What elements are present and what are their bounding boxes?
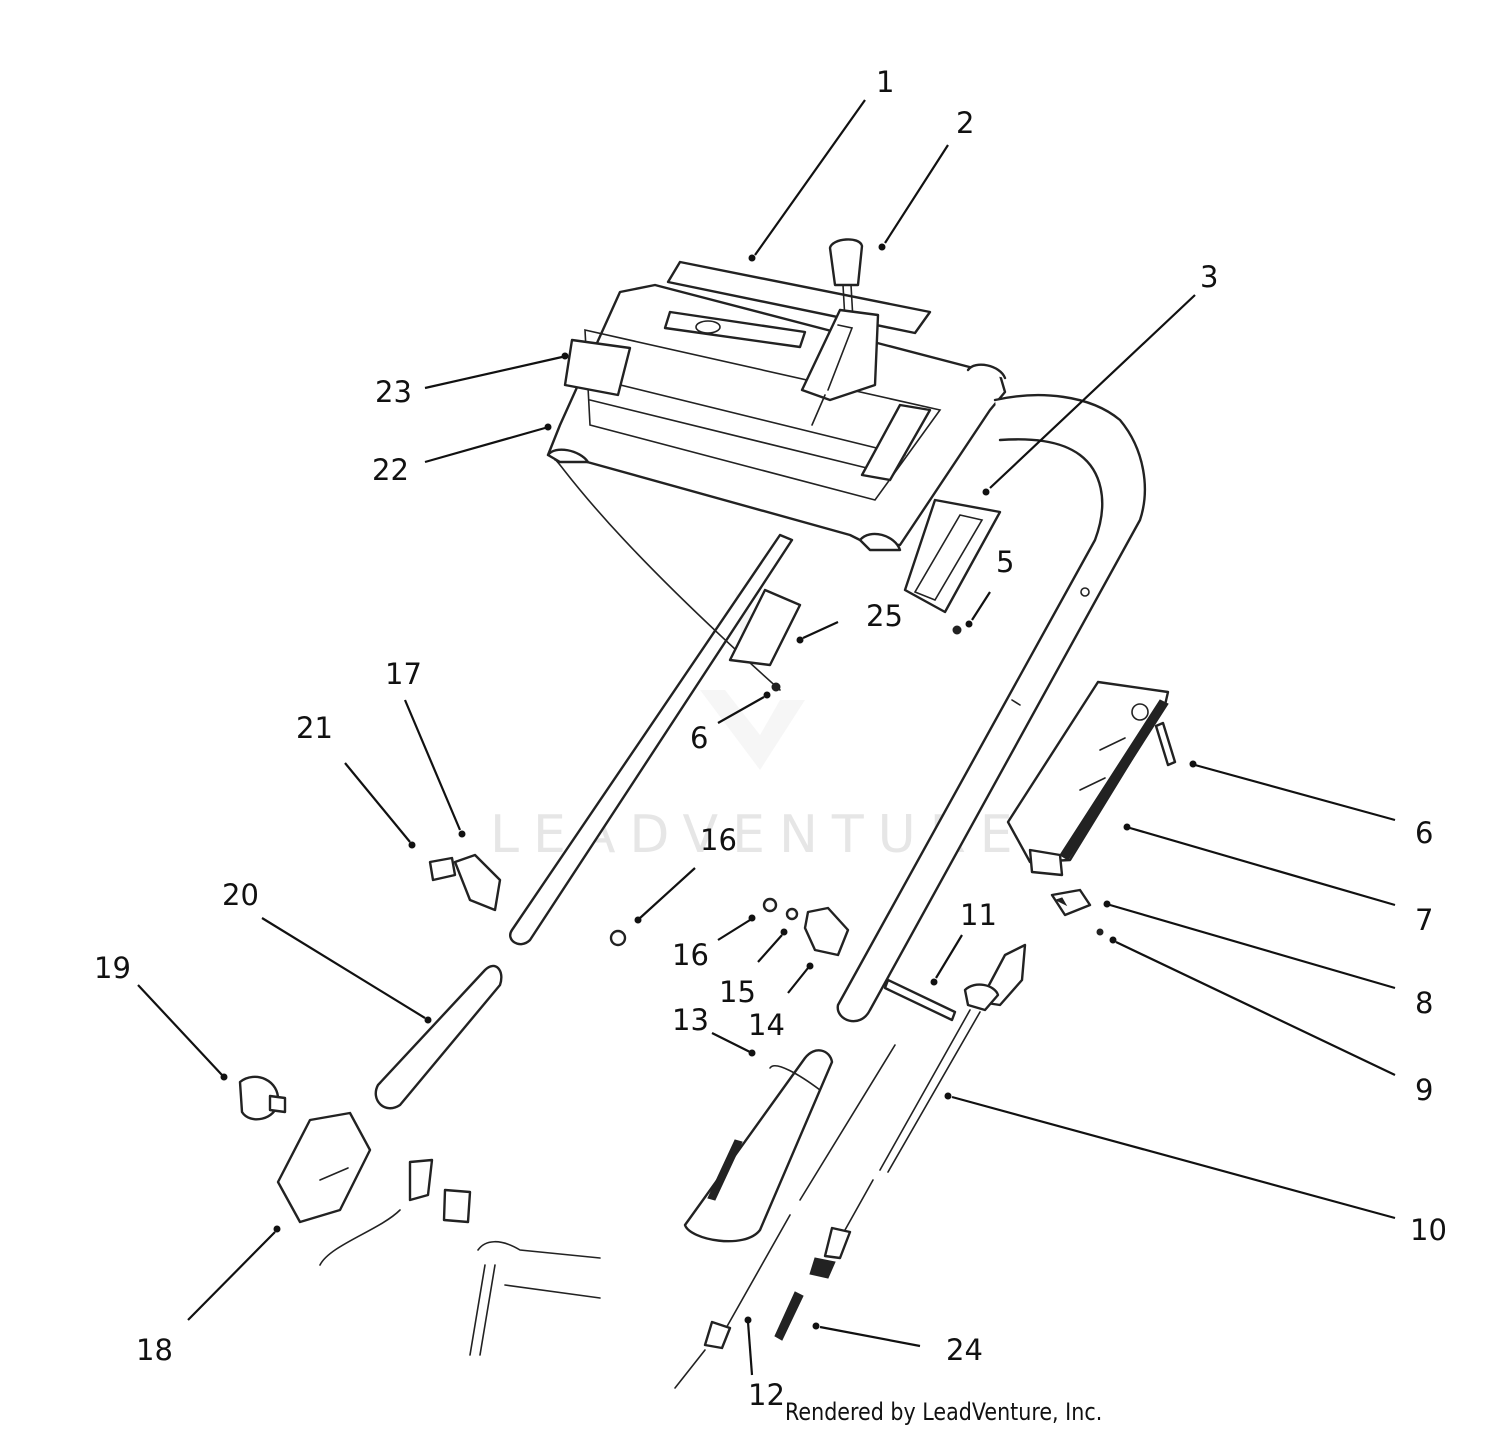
cable-10 xyxy=(809,943,1027,1279)
svg-text:17: 17 xyxy=(385,657,422,691)
svg-text:20: 20 xyxy=(222,878,259,912)
bracket-3 xyxy=(903,498,1002,614)
svg-text:14: 14 xyxy=(748,1008,785,1042)
svg-text:5: 5 xyxy=(996,545,1014,579)
upper-handle-left xyxy=(509,459,794,946)
svg-text:15: 15 xyxy=(719,975,756,1009)
callout-24: 24 xyxy=(812,1322,983,1367)
bolt-11 xyxy=(883,978,957,1022)
svg-text:6: 6 xyxy=(690,721,708,755)
svg-text:10: 10 xyxy=(1410,1213,1447,1247)
svg-text:24: 24 xyxy=(946,1333,983,1367)
svg-text:9: 9 xyxy=(1415,1073,1433,1107)
svg-text:2: 2 xyxy=(956,106,974,140)
callout-6-right: 6 xyxy=(1189,760,1433,850)
grip-20 xyxy=(374,964,503,1110)
svg-text:6: 6 xyxy=(1415,816,1433,850)
callout-18: 18 xyxy=(136,1225,281,1367)
svg-text:8: 8 xyxy=(1415,986,1433,1020)
screw-5 xyxy=(952,625,962,635)
svg-text:16: 16 xyxy=(700,823,737,857)
callout-17: 17 xyxy=(385,657,466,838)
callout-12: 12 xyxy=(744,1316,785,1412)
cover-25 xyxy=(728,588,802,667)
svg-text:11: 11 xyxy=(960,898,997,932)
callout-14: 14 xyxy=(748,962,814,1042)
clip-8 xyxy=(1050,888,1092,917)
svg-text:13: 13 xyxy=(672,1003,709,1037)
rope-guide-7 xyxy=(1006,680,1170,877)
nut-16 xyxy=(609,897,778,947)
callout-15: 15 xyxy=(719,928,788,1009)
callout-22: 22 xyxy=(372,423,552,487)
callout-16-left: 16 xyxy=(634,823,737,924)
bracket-18 xyxy=(276,1111,601,1356)
bracket-14 xyxy=(803,906,850,957)
svg-text:1: 1 xyxy=(876,65,894,99)
callout-6-left: 6 xyxy=(690,691,771,755)
callout-25: 25 xyxy=(796,599,903,644)
callout-3: 3 xyxy=(982,260,1218,496)
svg-text:19: 19 xyxy=(94,951,131,985)
svg-text:18: 18 xyxy=(136,1333,173,1367)
svg-text:16: 16 xyxy=(672,938,709,972)
svg-text:3: 3 xyxy=(1200,260,1218,294)
knob-19 xyxy=(238,1075,287,1121)
screw-9 xyxy=(1096,928,1104,936)
screw-6-left xyxy=(771,682,781,692)
cable-12 xyxy=(674,1044,896,1389)
callout-20: 20 xyxy=(222,878,432,1024)
svg-text:12: 12 xyxy=(748,1378,785,1412)
control-panel xyxy=(546,260,1007,552)
callout-21: 21 xyxy=(296,711,416,849)
washer-15 xyxy=(785,907,799,921)
upper-handle-right xyxy=(836,393,1146,1023)
callout-8: 8 xyxy=(1103,900,1433,1020)
credit-text: Rendered by LeadVenture, Inc. xyxy=(785,1398,1103,1426)
svg-text:7: 7 xyxy=(1415,903,1433,937)
spring-24 xyxy=(774,1291,804,1341)
svg-text:21: 21 xyxy=(296,711,333,745)
callout-10: 10 xyxy=(944,1092,1447,1247)
tube-13 xyxy=(683,1049,834,1243)
callout-7: 7 xyxy=(1123,823,1433,937)
callout-9: 9 xyxy=(1109,936,1433,1107)
callout-1: 1 xyxy=(748,65,894,262)
callout-5: 5 xyxy=(965,545,1014,628)
callout-23: 23 xyxy=(375,352,569,409)
callout-16-right: 16 xyxy=(672,914,756,972)
callout-13: 13 xyxy=(672,1003,756,1057)
callout-19: 19 xyxy=(94,951,228,1081)
callout-2: 2 xyxy=(878,106,974,251)
callout-11: 11 xyxy=(930,898,997,986)
svg-text:23: 23 xyxy=(375,375,412,409)
switch-17 xyxy=(428,853,502,912)
svg-text:25: 25 xyxy=(866,599,903,633)
screw-6-right xyxy=(1154,721,1177,767)
svg-text:22: 22 xyxy=(372,453,409,487)
shift-lever xyxy=(800,238,880,426)
